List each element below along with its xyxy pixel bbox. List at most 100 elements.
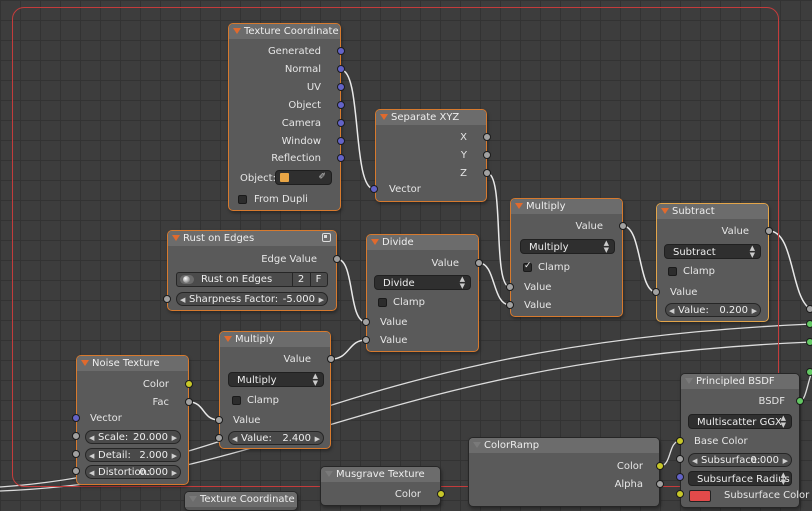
- socket-alpha-out[interactable]: [656, 480, 664, 488]
- texture-coordinate-node[interactable]: Texture Coordinate Generated Normal UV O…: [228, 23, 341, 211]
- collapse-triangle-icon[interactable]: [325, 471, 333, 477]
- socket-object[interactable]: [337, 101, 345, 109]
- collapse-triangle-icon[interactable]: [371, 239, 379, 245]
- clamp-checkbox[interactable]: [523, 261, 532, 272]
- decrement-arrow-icon[interactable]: ◀: [89, 452, 95, 460]
- increment-arrow-icon[interactable]: ▶: [171, 469, 177, 477]
- socket-vector-in[interactable]: [72, 414, 80, 422]
- socket-distortion-in[interactable]: [72, 467, 80, 475]
- socket-y[interactable]: [483, 151, 491, 159]
- subsurface-field[interactable]: ◀Subsurface:0.000▶: [688, 453, 792, 467]
- clamp-checkbox[interactable]: [668, 267, 677, 276]
- collapse-triangle-icon[interactable]: [661, 208, 669, 214]
- socket-subsurface-color-in[interactable]: [676, 490, 684, 498]
- socket-scale-in[interactable]: [72, 432, 80, 440]
- node-header[interactable]: Separate XYZ: [376, 110, 486, 125]
- socket-value-out[interactable]: [475, 259, 483, 267]
- socket-uv[interactable]: [337, 83, 345, 91]
- node-header[interactable]: Subtract: [657, 204, 768, 219]
- clamp-checkbox[interactable]: [378, 298, 387, 307]
- value-field[interactable]: ◀Value:2.400▶: [228, 431, 324, 445]
- subsurface-color-swatch[interactable]: [689, 490, 711, 502]
- material-preview-icon[interactable]: [180, 275, 194, 284]
- from-dupli-checkbox[interactable]: [238, 195, 247, 204]
- node-header[interactable]: Principled BSDF: [681, 374, 799, 389]
- socket-offscreen-1[interactable]: [806, 305, 812, 313]
- socket-subsurface-radius-in[interactable]: [676, 473, 684, 481]
- operation-dropdown[interactable]: Multiply▲▼: [228, 372, 324, 387]
- socket-value-field-in[interactable]: [215, 434, 223, 442]
- divide-node[interactable]: Divide Value Divide▲▼ Clamp Value Value: [366, 234, 479, 352]
- socket-offscreen-2[interactable]: [806, 320, 812, 328]
- node-header[interactable]: Texture Coordinate: [229, 24, 340, 39]
- collapse-triangle-icon[interactable]: [685, 378, 693, 384]
- socket-value-out[interactable]: [765, 227, 773, 235]
- texture-coordinate-node-2[interactable]: Texture Coordinate: [184, 491, 298, 511]
- collapse-triangle-icon[interactable]: [81, 360, 89, 366]
- separate-xyz-node[interactable]: Separate XYZ X Y Z Vector: [375, 109, 487, 202]
- socket-color-out[interactable]: [656, 462, 664, 470]
- multiply-node-2[interactable]: Multiply Value Multiply▲▼ Clamp Value ◀V…: [219, 331, 331, 449]
- socket-offscreen-3[interactable]: [806, 338, 812, 346]
- decrement-arrow-icon[interactable]: ◀: [89, 434, 95, 442]
- socket-value-in-2[interactable]: [362, 336, 370, 344]
- user-count[interactable]: 2: [292, 273, 309, 286]
- socket-fac-out[interactable]: [185, 398, 193, 406]
- node-header[interactable]: Rust on Edges: [168, 231, 336, 246]
- colorramp-node[interactable]: ColorRamp Color Alpha: [468, 437, 660, 507]
- collapse-triangle-icon[interactable]: [233, 28, 241, 34]
- socket-color-out[interactable]: [185, 380, 193, 388]
- socket-value-in[interactable]: [652, 288, 660, 296]
- scale-field[interactable]: ◀Scale:20.000▶: [85, 430, 181, 444]
- socket-value-in-1[interactable]: [506, 283, 514, 291]
- node-header[interactable]: Multiply: [220, 332, 330, 347]
- socket-base-color-in[interactable]: [676, 437, 684, 445]
- detail-field[interactable]: ◀Detail:2.000▶: [85, 448, 181, 462]
- node-header[interactable]: Musgrave Texture: [321, 467, 440, 482]
- principled-bsdf-node[interactable]: Principled BSDF BSDF Multiscatter GGX▲▼ …: [680, 373, 809, 508]
- noise-texture-node[interactable]: Noise Texture Color Fac Vector ◀Scale:20…: [76, 355, 189, 485]
- socket-window[interactable]: [337, 137, 345, 145]
- socket-bsdf-out[interactable]: [796, 397, 804, 405]
- socket-value-out[interactable]: [327, 355, 335, 363]
- socket-color-out[interactable]: [437, 490, 445, 498]
- socket-generated[interactable]: [337, 47, 345, 55]
- collapse-triangle-icon[interactable]: [473, 442, 481, 448]
- socket-reflection[interactable]: [337, 154, 345, 162]
- clamp-checkbox[interactable]: [232, 396, 241, 405]
- increment-arrow-icon[interactable]: ▶: [171, 452, 177, 460]
- subtract-node[interactable]: Subtract Value Subtract▲▼ Clamp Value ◀V…: [656, 203, 769, 322]
- multiply-node[interactable]: Multiply Value Multiply▲▼ Clamp Value Va…: [510, 198, 623, 317]
- node-header[interactable]: ColorRamp: [469, 438, 659, 453]
- socket-value-in-1[interactable]: [362, 318, 370, 326]
- decrement-arrow-icon[interactable]: ◀: [669, 307, 675, 315]
- socket-normal[interactable]: [337, 65, 345, 73]
- socket-sharpness-in[interactable]: [163, 295, 171, 303]
- increment-arrow-icon[interactable]: ▶: [171, 434, 177, 442]
- musgrave-texture-node[interactable]: Musgrave Texture Color: [320, 466, 441, 506]
- socket-camera[interactable]: [337, 119, 345, 127]
- decrement-arrow-icon[interactable]: ◀: [232, 435, 238, 443]
- distortion-field[interactable]: ◀Distortion:0.000▶: [85, 465, 181, 479]
- object-field[interactable]: ✐: [275, 170, 332, 185]
- socket-offscreen-4[interactable]: [806, 368, 812, 376]
- increment-arrow-icon[interactable]: ▶: [314, 435, 320, 443]
- collapse-triangle-icon[interactable]: [380, 114, 388, 120]
- operation-dropdown[interactable]: Divide▲▼: [374, 275, 471, 290]
- collapse-triangle-icon[interactable]: [172, 235, 180, 241]
- node-header[interactable]: Multiply: [511, 199, 622, 214]
- socket-value-out[interactable]: [619, 222, 627, 230]
- increment-arrow-icon[interactable]: ▶: [751, 307, 757, 315]
- socket-x[interactable]: [483, 133, 491, 141]
- socket-subsurface-in[interactable]: [676, 455, 684, 463]
- socket-detail-in[interactable]: [72, 450, 80, 458]
- operation-dropdown[interactable]: Multiply▲▼: [520, 239, 615, 254]
- increment-arrow-icon[interactable]: ▶: [782, 457, 788, 465]
- collapse-triangle-icon[interactable]: [515, 203, 523, 209]
- fake-user-toggle[interactable]: F: [310, 273, 326, 286]
- node-header[interactable]: Noise Texture: [77, 356, 188, 371]
- node-header[interactable]: Divide: [367, 235, 478, 250]
- subsurface-method-dropdown[interactable]: Subsurface Radius▲▼: [688, 471, 792, 486]
